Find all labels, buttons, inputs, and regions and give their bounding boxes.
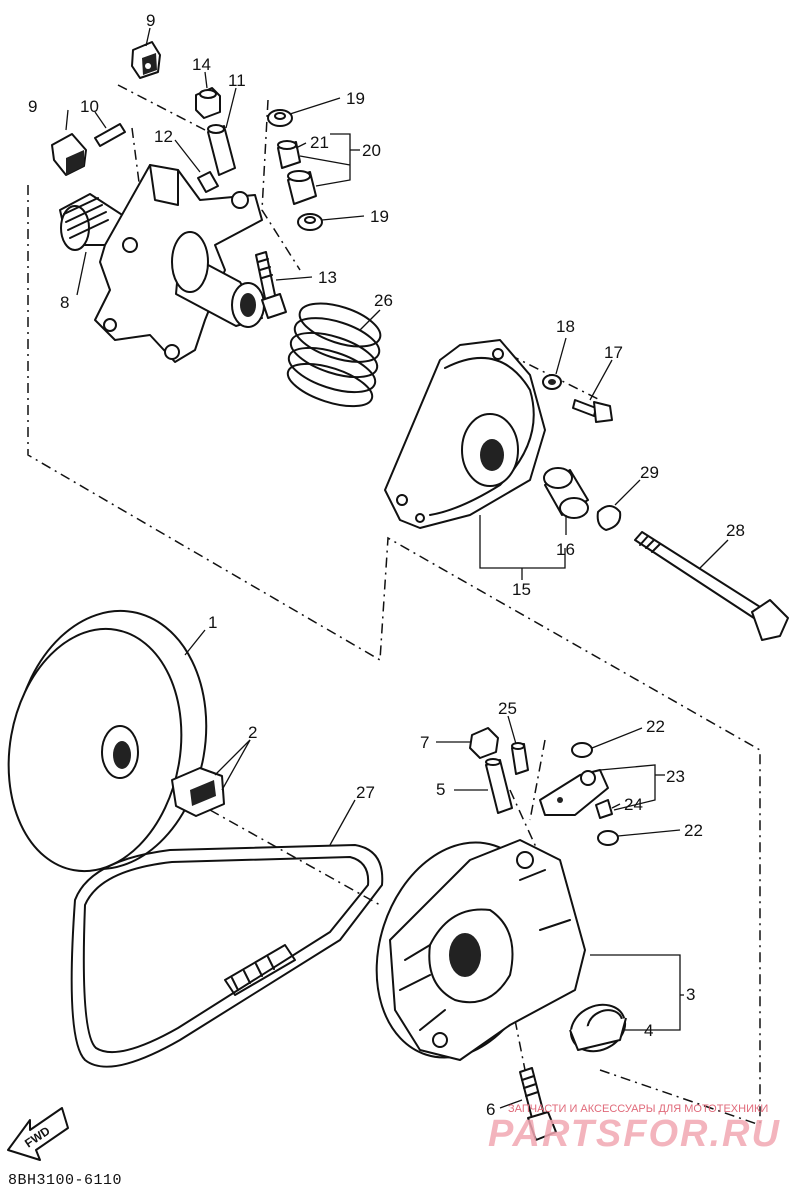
part-5-pin	[485, 758, 513, 814]
callout-9-top: 9	[146, 11, 155, 30]
callout-2: 2	[248, 723, 257, 742]
part-25-screw	[511, 742, 529, 775]
callout-18: 18	[556, 317, 575, 336]
part-29-circlip	[596, 505, 622, 531]
callout-14: 14	[192, 55, 211, 74]
part-22-collar-top	[571, 742, 593, 758]
part-1-fixed-sheave	[7, 609, 208, 873]
callout-19-bottom: 19	[370, 207, 389, 226]
callout-25: 25	[498, 699, 517, 718]
part-28-long-bolt	[634, 531, 789, 641]
part-17-bolt	[572, 399, 613, 423]
callout-17: 17	[604, 343, 623, 362]
part-13-bolt	[255, 251, 287, 319]
callout-6: 6	[486, 1100, 495, 1119]
callout-3: 3	[686, 985, 695, 1004]
callout-10: 10	[80, 97, 99, 116]
callout-11: 11	[228, 71, 246, 90]
watermark-tagline: ЗАПЧАСТИ И АКСЕССУАРЫ ДЛЯ МОТОТЕХНИКИ	[508, 1103, 769, 1115]
callout-12: 12	[154, 127, 173, 146]
callout-1: 1	[208, 613, 217, 632]
callout-19-top: 19	[346, 89, 365, 108]
callout-15: 15	[512, 580, 531, 599]
callout-22-bottom: 22	[684, 821, 703, 840]
fwd-arrow-icon: FWD	[7, 1107, 69, 1161]
callout-22-top: 22	[646, 717, 665, 736]
part-14-nut	[195, 87, 221, 119]
callout-21: 21	[310, 133, 329, 152]
callout-13: 13	[318, 268, 337, 287]
part-27-v-belt	[70, 844, 384, 1068]
part-22-collar-bottom	[597, 830, 619, 846]
callout-7: 7	[420, 733, 429, 752]
part-21-roller	[277, 140, 301, 169]
callout-labels: 1 2 3 4 5 6 7 8 9 9 10 11 12 13 14 15 16…	[28, 11, 745, 1119]
callout-9-left: 9	[28, 97, 37, 116]
part-15-cap-housing	[384, 339, 546, 529]
part-11-sleeve	[207, 124, 236, 176]
callout-5: 5	[436, 780, 445, 799]
part-19-collar-bottom	[297, 213, 323, 231]
part-8-primary-spider	[59, 164, 265, 363]
part-9-slider-left	[51, 133, 87, 176]
part-4-oil-seal	[569, 1003, 627, 1053]
part-2-collet	[171, 767, 225, 817]
callout-29: 29	[640, 463, 659, 482]
part-18-washer	[542, 374, 562, 390]
callout-24: 24	[624, 795, 643, 814]
part-16-bearing	[543, 467, 589, 519]
callout-16: 16	[556, 540, 575, 559]
callout-20: 20	[362, 141, 381, 160]
callout-26: 26	[374, 291, 393, 310]
part-3-sliding-sheave	[375, 839, 586, 1061]
diagram-code: 8BH3100-6110	[8, 1172, 123, 1189]
part-20-weight	[287, 170, 317, 205]
callout-8: 8	[60, 293, 69, 312]
watermark-logo: PARTSFOR.RU	[488, 1113, 781, 1155]
part-10-pin	[94, 123, 126, 147]
leader-lines	[65, 27, 729, 1109]
part-26-spring	[286, 302, 382, 408]
callout-23: 23	[666, 767, 685, 786]
part-9-slider-top	[131, 41, 161, 79]
part-19-collar-top	[267, 109, 293, 127]
part-7-nut	[469, 727, 499, 759]
callout-4: 4	[644, 1021, 653, 1040]
part-24-spacer	[595, 799, 613, 819]
callout-27: 27	[356, 783, 375, 802]
part-6-bolt	[519, 1067, 557, 1141]
part-12-set-screw	[197, 171, 219, 193]
part-23-arm	[539, 769, 609, 816]
callout-28: 28	[726, 521, 745, 540]
assembly-guide-lines	[27, 84, 761, 1126]
